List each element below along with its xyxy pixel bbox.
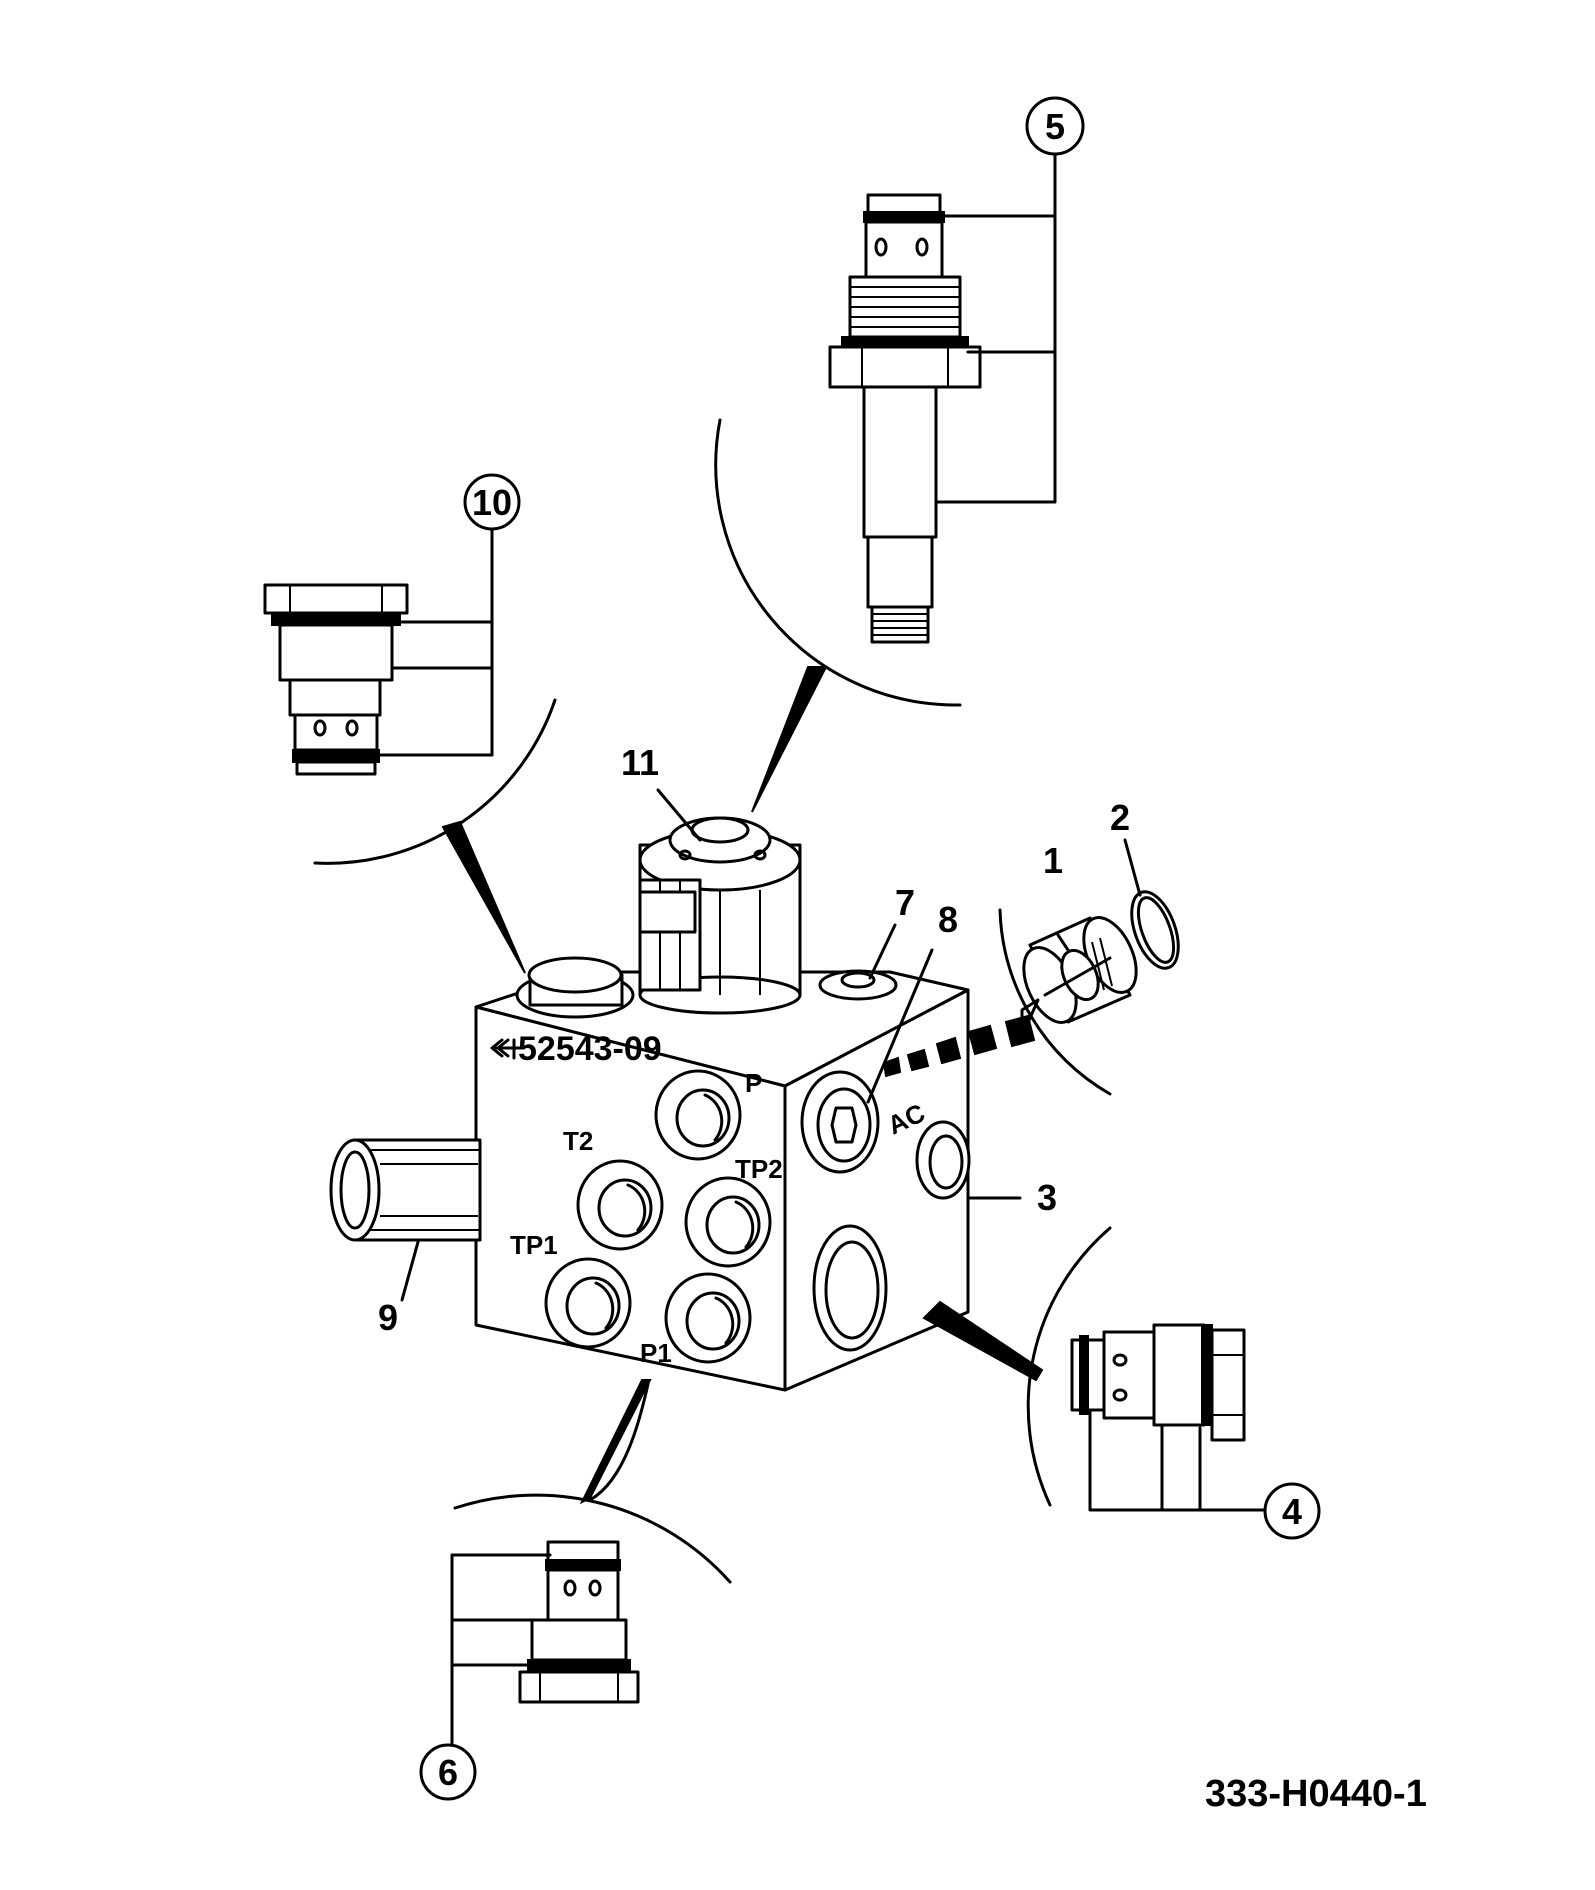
leader-7: [868, 923, 897, 980]
part-1-2: [998, 838, 1180, 1096]
port-p1: [664, 1272, 752, 1364]
block-marking: 52543-09: [518, 1030, 662, 1068]
valve-block-3: [474, 816, 971, 1392]
cartridge-6: 6: [419, 1379, 732, 1801]
port-tp1: [544, 1257, 632, 1349]
callout-3: 3: [1037, 1177, 1057, 1218]
port-4-cavity: [812, 1224, 888, 1352]
port-label-tp1: TP1: [510, 1230, 558, 1260]
callout-6: 6: [438, 1752, 458, 1793]
cartridge-4: 4: [922, 1226, 1321, 1540]
dash-2: [967, 1024, 998, 1056]
port-p: [654, 1069, 742, 1161]
dash-3: [935, 1036, 962, 1065]
pointer-wedge-5: [751, 666, 828, 813]
port-ac: [915, 1120, 971, 1200]
callout-7: 7: [895, 882, 915, 923]
cartridge-10: 10: [263, 473, 557, 865]
callout-2: 2: [1110, 797, 1130, 838]
callout-5: 5: [1045, 106, 1065, 147]
pointer-to-1: [1020, 998, 1040, 1038]
pointer-wedge-4: [922, 1300, 1044, 1382]
part-9: [329, 1138, 482, 1302]
port-label-tp2: TP2: [735, 1154, 783, 1184]
cartridge-5: 5: [714, 96, 1085, 707]
drawing-number: 333-H0440-1: [1205, 1773, 1427, 1815]
dash-4: [906, 1048, 930, 1072]
port-label-t2: T2: [563, 1126, 593, 1156]
port-tp2: [684, 1176, 772, 1268]
callout-10: 10: [472, 482, 512, 523]
callout-4: 4: [1282, 1491, 1302, 1532]
port-label-p1: P1: [640, 1338, 672, 1368]
callout-1: 1: [1043, 840, 1063, 881]
callout-9: 9: [378, 1297, 398, 1338]
pointer-wedge-10: [441, 820, 526, 974]
leader-8: [866, 948, 934, 1104]
port-label-p: P: [745, 1068, 762, 1098]
port-8-hex-plug: [800, 1070, 880, 1174]
pointer-wedge-6: [579, 1379, 652, 1505]
leader-11: [656, 788, 702, 842]
port-t2: [576, 1159, 664, 1251]
callout-8: 8: [938, 899, 958, 940]
dash-5: [882, 1056, 902, 1078]
callout-11: 11: [621, 742, 659, 783]
